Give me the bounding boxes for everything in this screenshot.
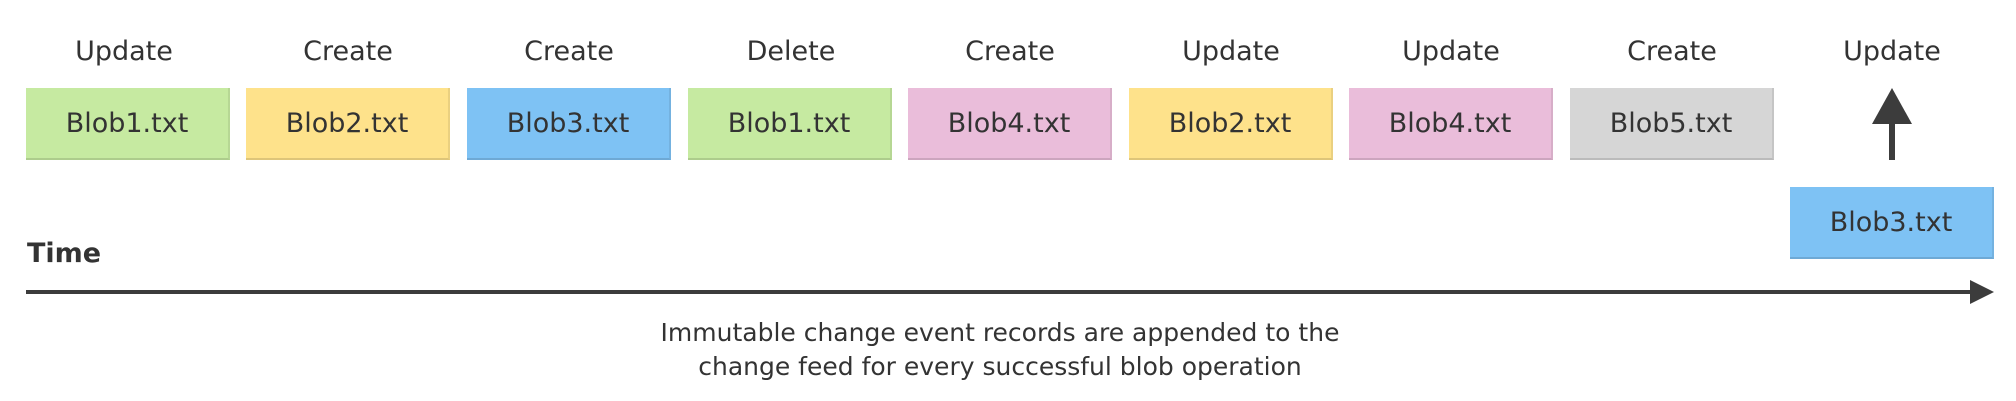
caption-line: change feed for every successful blob op… — [698, 352, 1302, 381]
event-box: Blob1.txt — [26, 88, 230, 160]
event-box: Blob5.txt — [1570, 88, 1774, 160]
operation-label: Update — [1182, 36, 1280, 67]
operation-label: Update — [75, 36, 173, 67]
operation-label: Create — [303, 36, 393, 67]
pending-operation-label: Update — [1843, 36, 1941, 67]
append-arrow-head-icon — [1872, 88, 1912, 124]
caption: Immutable change event records are appen… — [560, 316, 1440, 384]
event-box: Blob4.txt — [908, 88, 1112, 160]
operation-label: Create — [1627, 36, 1717, 67]
operation-label: Delete — [746, 36, 836, 67]
event-box: Blob1.txt — [688, 88, 892, 160]
event-box: Blob2.txt — [1129, 88, 1333, 160]
operation-label: Create — [965, 36, 1055, 67]
caption-line: Immutable change event records are appen… — [660, 318, 1340, 347]
time-axis-arrow-head-icon — [1970, 280, 1994, 304]
operation-label: Create — [524, 36, 614, 67]
event-box: Blob4.txt — [1349, 88, 1553, 160]
operation-label: Update — [1402, 36, 1500, 67]
time-label: Time — [27, 238, 102, 269]
event-box: Blob2.txt — [246, 88, 450, 160]
event-box: Blob3.txt — [467, 88, 671, 160]
pending-event-box: Blob3.txt — [1790, 187, 1994, 259]
